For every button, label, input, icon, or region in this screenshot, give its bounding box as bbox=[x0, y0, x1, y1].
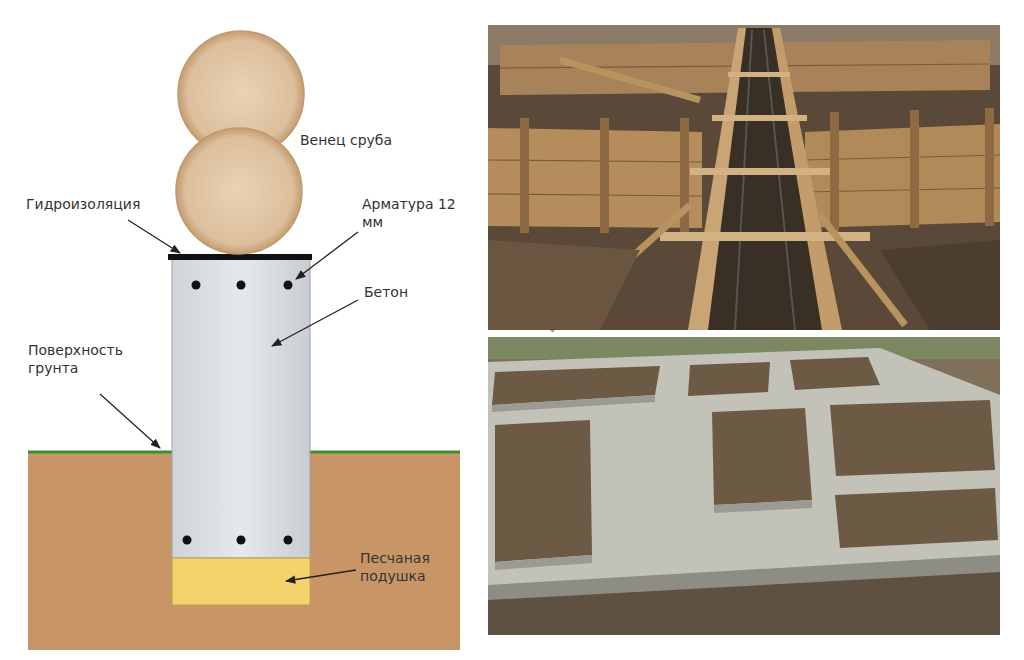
callout-label: Бетон bbox=[364, 284, 464, 302]
front-soil bbox=[488, 572, 1000, 635]
grid-cells bbox=[492, 357, 998, 562]
callout-label: Поверхность грунта bbox=[28, 342, 153, 377]
leader-line bbox=[286, 570, 356, 581]
leader-line bbox=[128, 220, 180, 253]
photo-foundation bbox=[488, 337, 1000, 635]
callout-label: Венец сруба bbox=[300, 132, 440, 150]
photo-ground bbox=[488, 337, 1000, 635]
callout-label: Песчаная подушка bbox=[360, 550, 470, 585]
soil-pile bbox=[488, 240, 640, 330]
rebar bbox=[192, 281, 201, 290]
leader-line bbox=[296, 232, 358, 279]
rebar-dots bbox=[183, 281, 293, 545]
concrete-grid bbox=[488, 348, 1000, 635]
photo-ground bbox=[488, 25, 1000, 330]
leader-lines bbox=[100, 220, 358, 581]
rebar bbox=[237, 281, 246, 290]
photo-formwork bbox=[488, 25, 1000, 330]
rebar bbox=[284, 281, 293, 290]
rebar bbox=[183, 536, 192, 545]
grid-inner-faces bbox=[492, 395, 812, 570]
rebar bbox=[284, 536, 293, 545]
leader-line bbox=[100, 394, 160, 448]
waterproofing-layer bbox=[168, 254, 312, 260]
callout-label: Арматура 12 мм bbox=[362, 196, 462, 231]
soil-pile bbox=[880, 240, 1000, 330]
concrete-strip bbox=[172, 258, 310, 558]
callout-label: Гидроизоляция bbox=[26, 196, 166, 214]
leader-line bbox=[272, 300, 358, 346]
front-wall bbox=[488, 555, 1000, 635]
sand-cushion bbox=[172, 558, 310, 605]
rebar bbox=[237, 536, 246, 545]
log bbox=[176, 128, 302, 254]
